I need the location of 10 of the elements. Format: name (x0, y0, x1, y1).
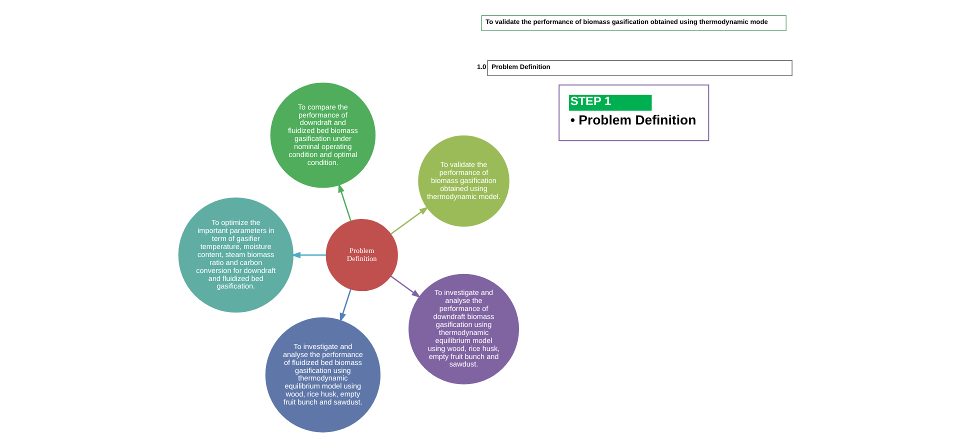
node-circle: To optimize the important parameters in term of gasifier temperature, moisture content, steam biomass ratio and carbon conversion for downdraft and fluidized bed gasification. (178, 198, 294, 313)
node-box: STEP 1 • Problem Definition (558, 84, 710, 142)
node-circle: To investigate and analyse the performance of downdraft biomass gasification using thermodynamic equilibrium model using wood, rice husk, empty fruit bunch and sawdust. (408, 274, 520, 384)
arrow (291, 252, 326, 258)
node-circle: To compare the performance of downdraft and fluidized bed biomass gasification under nominal operating condition and optimal condition. (270, 82, 376, 188)
arrow (338, 183, 352, 222)
node-circle: To investigate and analyse the performance of fluidized bed biomass gasification using thermodynamic equilibrium model using wood, rice husk, empty fruit bunch and sawdust. (265, 317, 381, 432)
arrow (390, 276, 421, 298)
arrow (390, 206, 429, 235)
arrow (340, 288, 352, 322)
